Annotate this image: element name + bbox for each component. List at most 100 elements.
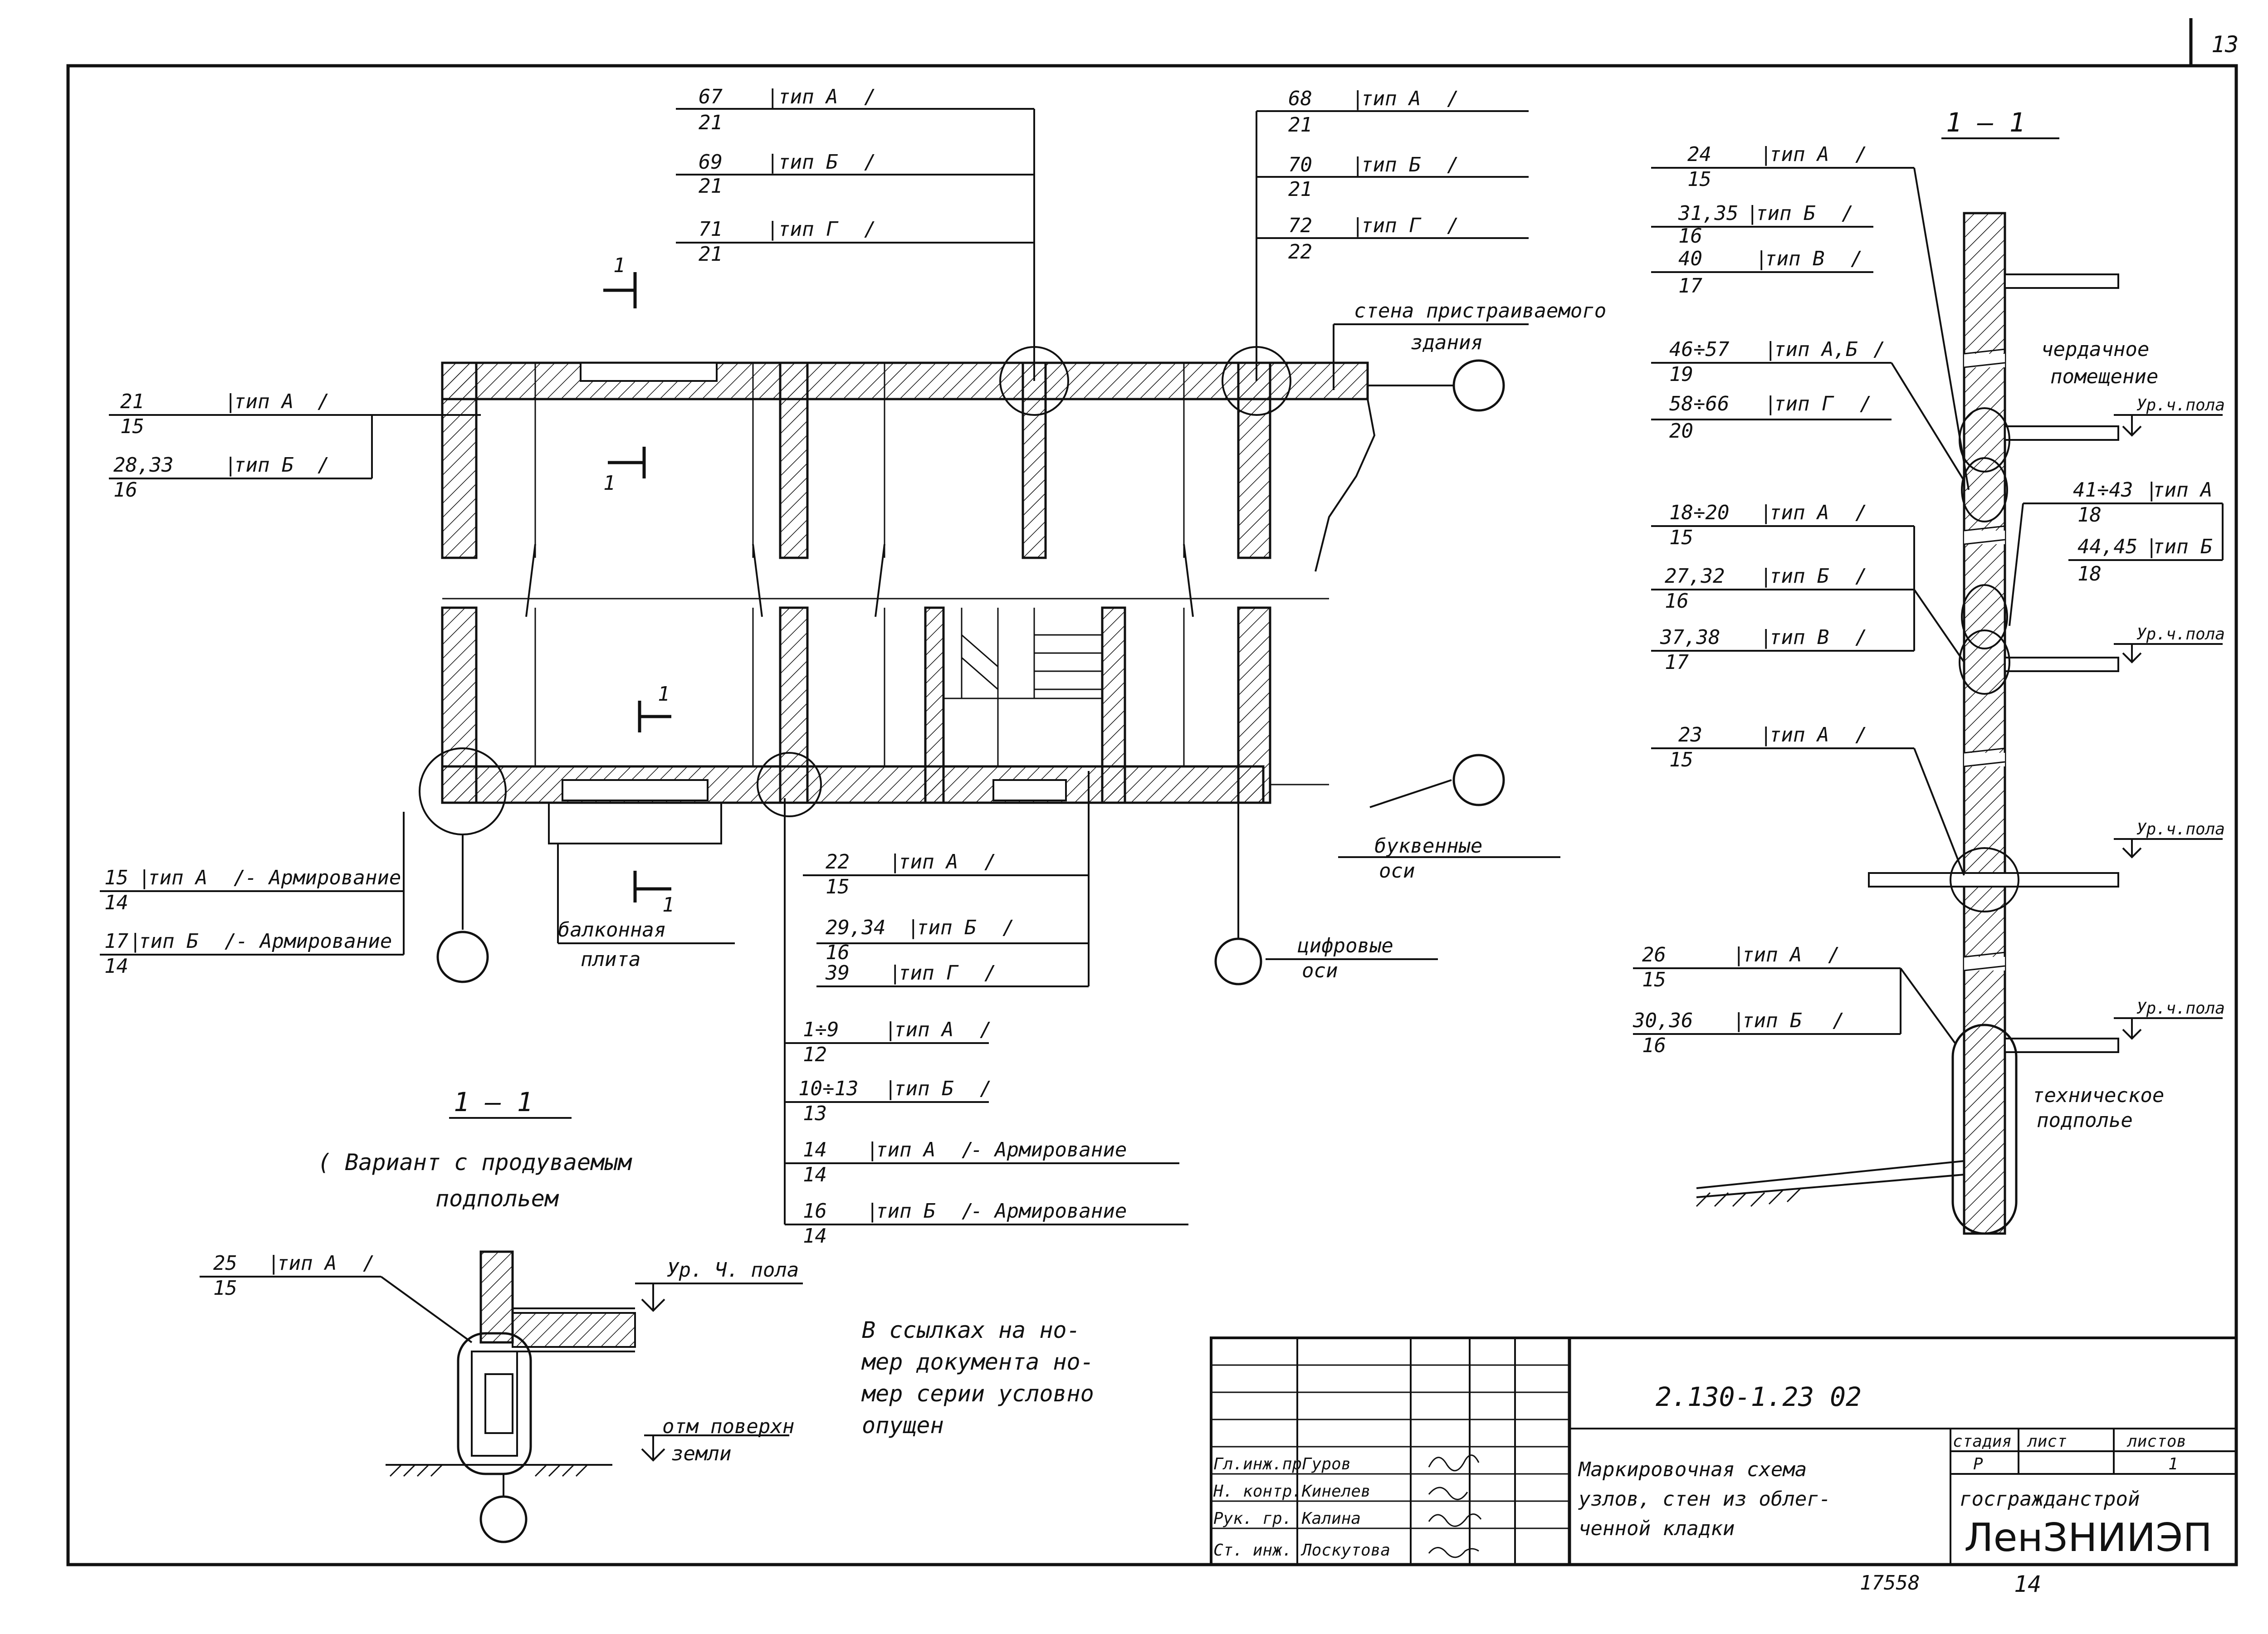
svg-text:|: | [1352,87,1364,110]
svg-text:госгражданстрой: госгражданстрой [1960,1488,2140,1511]
svg-text:Ур.ч.пола: Ур.ч.пола [2136,625,2225,644]
svg-text:/: / [1447,87,1459,110]
svg-text:/: / [1002,916,1015,939]
svg-text:18: 18 [2077,503,2102,527]
svg-text:16: 16 [1678,224,1702,248]
svg-text:24: 24 [1687,143,1711,166]
svg-text:15: 15 [104,866,128,889]
svg-text:21: 21 [699,111,723,134]
svg-text:/: / [1833,1009,1845,1032]
svg-text:|: | [889,961,901,985]
svg-text:листов: листов [2126,1432,2186,1451]
svg-text:22: 22 [826,850,850,873]
svg-text:21: 21 [1288,113,1312,137]
svg-text:/: / [864,85,876,108]
svg-text:( Вариант с продуваемым: ( Вариант с продуваемым [318,1149,632,1176]
svg-text:1 — 1: 1 — 1 [1946,107,2025,138]
svg-text:здания: здания [1411,331,1483,354]
svg-text:тип Г: тип Г [778,218,839,241]
svg-text:26: 26 [1642,943,1666,966]
svg-text:20: 20 [1669,419,1693,443]
plan-lower: 1 1 [419,544,1505,985]
section-marker-top: 1 [603,254,637,308]
svg-text:тип А: тип А [778,85,838,108]
svg-text:13: 13 [803,1102,827,1125]
page-number: 13 [2211,31,2239,58]
svg-text:опущен: опущен [862,1412,944,1439]
stair-hatch [943,608,1102,766]
svg-text:18÷20: 18÷20 [1669,501,1729,524]
svg-text:отм поверхн: отм поверхн [662,1415,794,1438]
svg-text:стена пристраиваемого: стена пристраиваемого [1354,299,1606,322]
svg-text:тип А: тип А [875,1138,935,1161]
svg-text:цифровые: цифровые [1297,934,1393,957]
svg-text:лист: лист [2027,1432,2067,1451]
svg-text:чердачное: чердачное [2041,338,2149,361]
svg-text:21: 21 [120,390,144,413]
svg-text:1: 1 [2168,1455,2178,1473]
callouts-top-right: 68 21 |тип А/ 70 21 |тип Б/ 72 22 |тип Г… [1256,87,1529,381]
svg-text:14: 14 [803,1224,827,1248]
svg-text:1 — 1: 1 — 1 [454,1087,533,1117]
svg-text:15: 15 [120,415,144,438]
svg-text:19: 19 [1669,363,1693,386]
svg-text:тип Г: тип Г [1774,392,1834,415]
svg-text:техническое: техническое [2032,1084,2164,1107]
svg-text:тип А,Б: тип А,Б [1774,338,1858,361]
svg-text:тип А: тип А [1769,143,1829,166]
footer-page: 14 [2014,1571,2041,1597]
svg-text:/: / [1855,143,1867,166]
svg-text:земли: земли [671,1442,731,1465]
svg-text:/: / [984,961,997,985]
svg-text:/: / [234,866,246,889]
svg-text:17: 17 [1678,274,1702,298]
svg-text:/: / [1860,392,1872,415]
svg-text:тип Б: тип Б [1361,153,1421,176]
svg-text:тип Б: тип Б [778,151,838,174]
svg-text:15: 15 [1669,526,1693,549]
title-block: Гл.инж.пр Гуров Н. контр. Кинелев Рук. г… [1210,1336,2238,1566]
svg-text:|: | [885,1077,897,1100]
svg-text:/: / [225,930,237,953]
svg-text:тип Б: тип Б [875,1200,936,1223]
svg-text:тип А: тип А [277,1252,337,1275]
svg-text:/: / [980,1077,992,1100]
svg-text:1: 1 [658,683,670,706]
svg-text:72: 72 [1288,214,1312,237]
svg-text:|: | [268,1252,280,1275]
svg-text:71: 71 [699,218,723,241]
svg-text:/: / [1842,202,1854,225]
svg-text:|: | [767,151,779,174]
svg-text:67: 67 [699,85,723,108]
svg-text:Лоскутова: Лоскутова [1300,1541,1390,1560]
svg-text:тип Б: тип Б [894,1077,954,1100]
svg-text:|: | [1760,501,1772,524]
signature-2 [1428,1487,1468,1500]
callouts-bottom-mid: 22 15 |тип А/ 29,34 |тип Б/ 16 39 |тип Г… [803,771,1090,987]
svg-text:Ст. инж.: Ст. инж. [1213,1541,1292,1560]
svg-text:|: | [138,866,151,889]
svg-text:мер документа но-: мер документа но- [861,1349,1094,1375]
svg-text:тип Г: тип Г [1361,214,1422,237]
svg-text:|: | [866,1200,879,1223]
svg-text:/: / [1873,338,1886,361]
svg-text:|: | [225,390,237,413]
svg-text:- Армирование: - Армирование [245,866,401,889]
svg-text:- Армирование: - Армирование [971,1138,1127,1161]
reference-note: В ссылках на но- мер документа но- мер с… [861,1317,1094,1439]
callouts-bottom-left: 15 14 |тип А/ - Армирование 17 14 |тип Б… [100,812,405,978]
svg-text:21: 21 [699,243,723,266]
svg-text:16: 16 [803,1200,827,1223]
svg-text:тип А: тип А [894,1018,953,1041]
svg-text:25: 25 [213,1252,237,1275]
svg-text:30,36: 30,36 [1633,1009,1693,1032]
svg-text:|: | [1352,214,1364,237]
variant-section: 1 — 1 ( Вариант с продуваемым подпольем … [200,1087,803,1543]
svg-text:|: | [1352,153,1364,176]
svg-text:/: / [1855,626,1867,649]
drawing-frame [66,64,2238,1566]
svg-text:2.130-1.23 02: 2.130-1.23 02 [1656,1381,1862,1412]
svg-text:узлов, стен из облег-: узлов, стен из облег- [1578,1488,1831,1511]
svg-text:|: | [1760,143,1772,166]
svg-text:|: | [225,454,237,477]
